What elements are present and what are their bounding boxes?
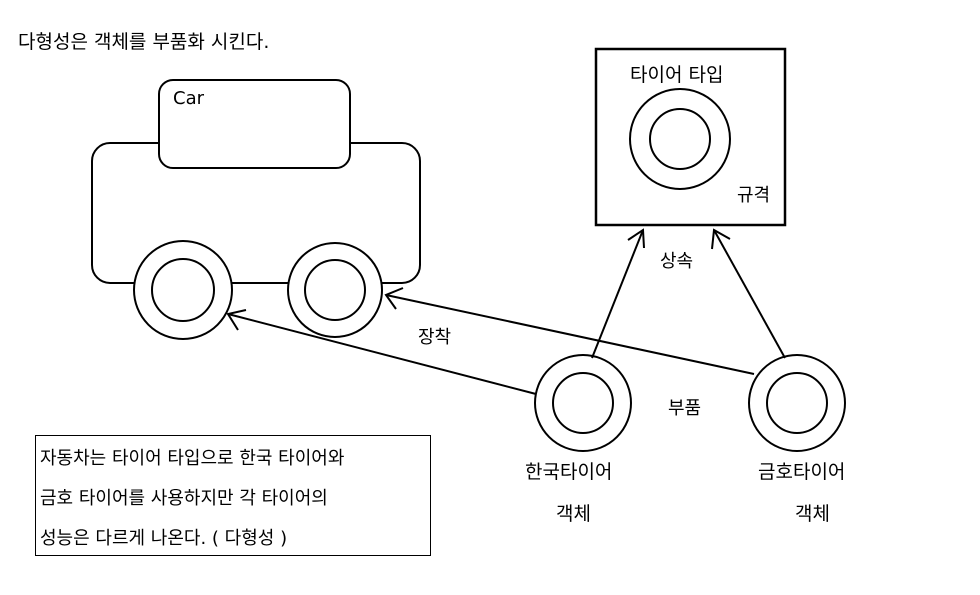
- mount-arrow-kumho: [384, 287, 755, 375]
- note-line-1: 자동차는 타이어 타입으로 한국 타이어와: [40, 448, 345, 469]
- kumho-object-label: 객체: [795, 503, 830, 525]
- note-box: 자동차는 타이어 타입으로 한국 타이어와 금호 타이어를 사용하지만 각 타이…: [35, 435, 431, 556]
- inherit-label: 상속: [660, 251, 694, 272]
- hankook-object-label: 객체: [556, 503, 591, 525]
- tire-type-label: 타이어 타입: [630, 64, 724, 86]
- kumho-tire-label: 금호타이어: [758, 461, 846, 483]
- note-line-2: 금호 타이어를 사용하지만 각 타이어의: [40, 488, 328, 509]
- car-cabin: [158, 79, 351, 169]
- car-wheel-right: [287, 242, 383, 338]
- hankook-tire-icon: [534, 354, 632, 452]
- inherit-arrow-kumho: [711, 228, 786, 359]
- tire-type-icon: [629, 88, 731, 190]
- mount-label: 장착: [418, 327, 452, 348]
- note-line-3: 성능은 다르게 나온다. ( 다형성 ): [40, 528, 288, 549]
- spec-label: 규격: [737, 185, 771, 206]
- mount-arrow-hankook: [226, 309, 537, 395]
- part-label: 부품: [668, 398, 702, 419]
- car-wheel-left: [133, 240, 233, 340]
- hankook-tire-label: 한국타이어: [525, 461, 613, 483]
- kumho-tire-icon: [748, 354, 846, 452]
- page-title: 다형성은 객체를 부품화 시킨다.: [18, 31, 270, 53]
- car-label: Car: [173, 88, 204, 109]
- inherit-arrow-hankook: [591, 228, 645, 359]
